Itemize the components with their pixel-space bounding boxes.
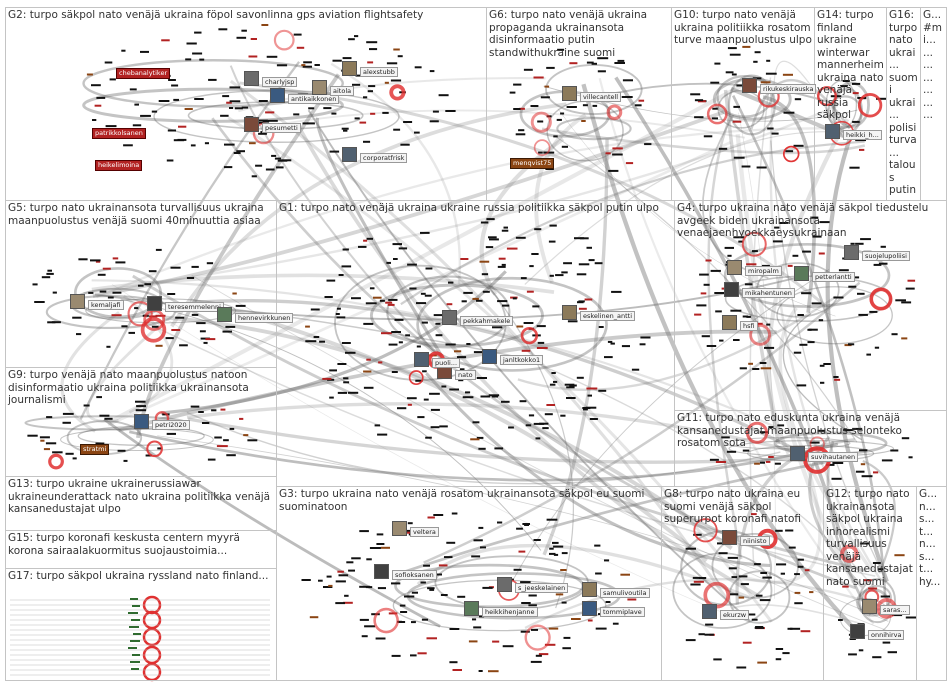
node-label[interactable]: nato xyxy=(455,370,476,380)
avatar-image[interactable] xyxy=(147,296,162,311)
avatar-image[interactable] xyxy=(374,564,389,579)
avatar-image[interactable] xyxy=(464,601,479,616)
node-label[interactable]: rikukeskirauska xyxy=(760,84,816,94)
node-label[interactable]: onnihirva xyxy=(868,630,904,640)
avatar-image[interactable] xyxy=(244,117,259,132)
node-label[interactable]: saras... xyxy=(880,605,910,615)
node-label[interactable]: puoli... xyxy=(432,358,460,368)
node-label[interactable]: alexstubb xyxy=(360,67,398,77)
node-label[interactable]: hennevirkkunen xyxy=(235,313,293,323)
avatar-image[interactable] xyxy=(217,307,232,322)
node-label[interactable]: villecantell xyxy=(580,92,621,102)
node-label[interactable]: pekkahmakele xyxy=(460,316,513,326)
avatar-image[interactable] xyxy=(844,245,859,260)
node-label[interactable]: ekurzw xyxy=(720,610,749,620)
avatar-image[interactable] xyxy=(244,71,259,86)
node-label[interactable]: petri2020 xyxy=(152,420,190,430)
avatar-image[interactable] xyxy=(702,604,717,619)
node-label[interactable]: charlyjsp xyxy=(262,77,297,87)
avatar-image[interactable] xyxy=(70,294,85,309)
avatar-image[interactable] xyxy=(582,582,597,597)
node-label[interactable]: heikkihenjanne xyxy=(482,607,538,617)
avatar-image[interactable] xyxy=(724,282,739,297)
avatar-image[interactable] xyxy=(722,315,737,330)
avatar-image[interactable] xyxy=(442,310,457,325)
avatar-image[interactable] xyxy=(342,61,357,76)
node-label[interactable]: patrikkolsanen xyxy=(92,128,146,139)
avatar-image[interactable] xyxy=(392,521,407,536)
node-label[interactable]: miropalm xyxy=(745,266,782,276)
avatar-image[interactable] xyxy=(794,266,809,281)
node-label[interactable]: petterlantti xyxy=(812,272,855,282)
node-label[interactable]: heikelimoina xyxy=(95,160,142,171)
node-label[interactable]: janltkokko1 xyxy=(500,355,543,365)
avatar-image[interactable] xyxy=(562,86,577,101)
avatar-image[interactable] xyxy=(497,577,512,592)
avatar-image[interactable] xyxy=(850,624,865,639)
node-label[interactable]: pesumetti xyxy=(262,123,301,133)
avatar-image[interactable] xyxy=(270,88,285,103)
avatar-image[interactable] xyxy=(727,260,742,275)
node-label[interactable]: corporatfrisk xyxy=(360,153,407,163)
node-label[interactable]: sofioksanen xyxy=(392,570,437,580)
node-label[interactable]: aitola xyxy=(330,86,354,96)
node-label[interactable]: suojelupoliisi xyxy=(862,251,910,261)
node-label[interactable]: kemaljafi xyxy=(88,300,124,310)
node-label[interactable]: s_jeeskelainen xyxy=(515,583,568,593)
node-label[interactable]: hsfi xyxy=(740,321,758,331)
node-label[interactable]: niinisto xyxy=(740,536,770,546)
node-label[interactable]: chebanalytiker xyxy=(116,68,170,79)
node-label[interactable]: teresemmelenni xyxy=(165,302,224,312)
node-label[interactable]: mikahentunen xyxy=(742,288,795,298)
avatar-image[interactable] xyxy=(862,599,877,614)
avatar-image[interactable] xyxy=(482,349,497,364)
avatar-image[interactable] xyxy=(312,80,327,95)
avatar-image[interactable] xyxy=(562,305,577,320)
avatar-image[interactable] xyxy=(742,78,757,93)
node-label[interactable]: suvihautanen xyxy=(808,452,858,462)
node-label[interactable]: eskelinen_antti xyxy=(580,311,635,321)
node-label[interactable]: stratmi xyxy=(80,444,109,455)
node-label[interactable]: tommiplave xyxy=(600,607,645,617)
avatar-image[interactable] xyxy=(722,530,737,545)
avatar-image[interactable] xyxy=(790,446,805,461)
node-label[interactable]: veltera xyxy=(410,527,439,537)
node-label[interactable]: samulivoutila xyxy=(600,588,650,598)
avatar-image[interactable] xyxy=(414,352,429,367)
avatar-image[interactable] xyxy=(134,414,149,429)
avatar-image[interactable] xyxy=(342,147,357,162)
node-label[interactable]: heikki_h... xyxy=(843,130,882,140)
avatar-image[interactable] xyxy=(582,601,597,616)
node-label[interactable]: menqvist75 xyxy=(510,158,554,169)
avatar-image[interactable] xyxy=(825,124,840,139)
